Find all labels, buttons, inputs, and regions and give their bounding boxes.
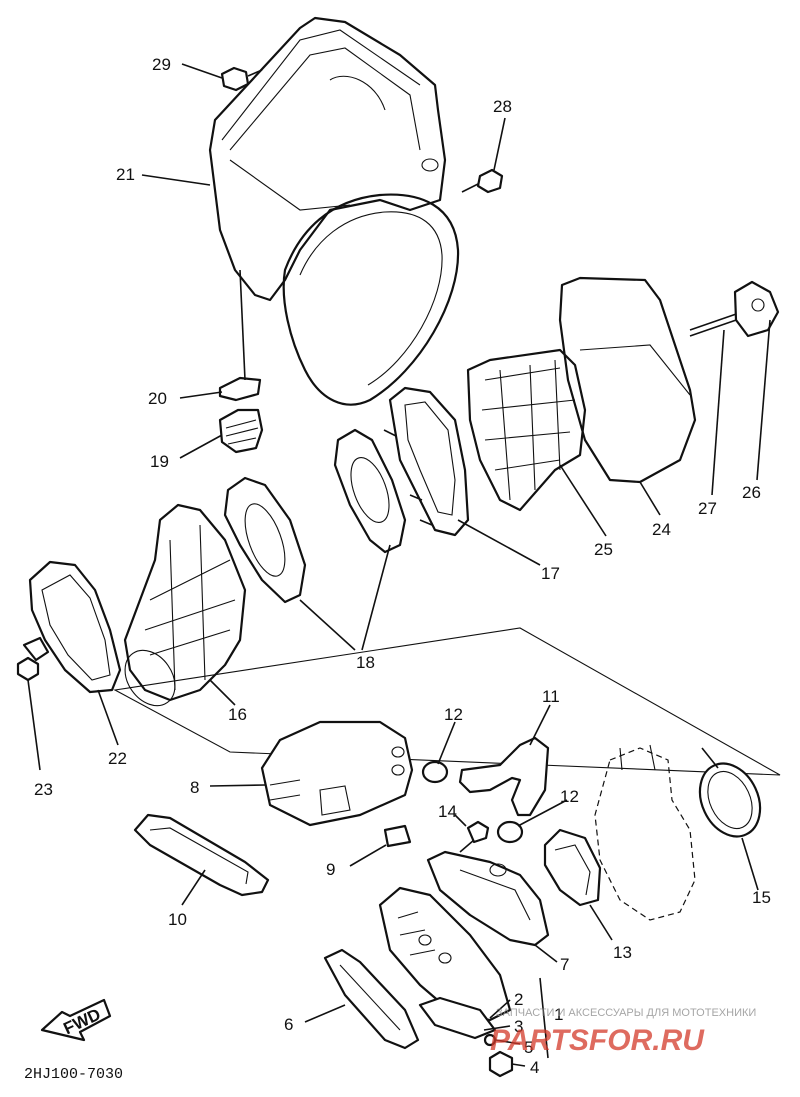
callout-29: 29 (152, 55, 171, 74)
callout-5: 5 (524, 1038, 533, 1057)
callout-17: 17 (541, 564, 560, 583)
intake-joint-part-16 (123, 503, 247, 707)
watermark: ЗАПЧАСТИ И АКСЕССУАРЫ ДЛЯ МОТОТЕХНИКИ PA… (490, 1007, 756, 1057)
callout-27: 27 (698, 499, 717, 518)
clamp-part-12-upper (421, 760, 449, 784)
watermark-tagline: ЗАПЧАСТИ И АКСЕССУАРЫ ДЛЯ МОТОТЕХНИКИ (496, 1007, 756, 1019)
gasket-part-18-upper (333, 428, 407, 554)
callout-12-lower: 12 (560, 787, 579, 806)
callout-24: 24 (652, 520, 671, 539)
callout-1: 1 (554, 1005, 563, 1024)
callout-12-upper: 12 (444, 705, 463, 724)
airbox-part-21 (208, 16, 460, 406)
cap-part-19 (218, 408, 264, 454)
callout-2: 2 (514, 990, 523, 1009)
callout-22: 22 (108, 749, 127, 768)
filter-bolt-part-27 (689, 311, 743, 337)
callout-3: 3 (514, 1017, 523, 1036)
callout-11: 11 (542, 687, 560, 706)
gasket-part-6 (323, 948, 420, 1050)
screw-part-14 (459, 820, 490, 853)
gasket-part-18-lower (223, 476, 307, 604)
callout-4: 4 (530, 1058, 539, 1077)
panel-part-22 (22, 560, 122, 694)
hose-part-11 (458, 736, 550, 817)
screw-part-5 (483, 1033, 497, 1047)
reed-valve-part-7 (426, 850, 550, 947)
bolt-part-28 (461, 168, 504, 194)
fwd-arrow: FWD (40, 998, 112, 1042)
label-plate-part-9 (383, 824, 412, 848)
filter-element-part-24 (558, 276, 697, 484)
leader-lines (27, 63, 771, 1067)
reed-block-part-2 (378, 886, 512, 1022)
callout-14: 14 (438, 802, 457, 821)
callout-26: 26 (742, 483, 761, 502)
joint-plate-part-17 (383, 386, 470, 537)
callout-labels: 29 28 21 20 19 24 27 26 25 17 18 16 22 2… (34, 55, 771, 1077)
subassembly-outline (113, 627, 781, 776)
callout-19: 19 (150, 452, 169, 471)
callout-28: 28 (493, 97, 512, 116)
callout-7: 7 (560, 955, 569, 974)
callout-13: 13 (613, 943, 632, 962)
watermark-logo: PARTSFOR.RU (490, 1024, 705, 1057)
callout-8: 8 (190, 778, 199, 797)
carburetor-outline (594, 744, 696, 921)
clamp-part-12-lower (496, 820, 524, 844)
callout-23: 23 (34, 780, 53, 799)
callout-15: 15 (752, 888, 771, 907)
joint-part-13 (543, 828, 602, 907)
nut-part-23 (16, 656, 40, 682)
bolt-part-29 (220, 66, 263, 92)
diagram-code: 2HJ100-7030 (24, 1066, 123, 1083)
callout-16: 16 (228, 705, 247, 724)
band-part-10 (133, 813, 270, 897)
callout-6: 6 (284, 1015, 293, 1034)
bolt-part-4 (488, 1050, 514, 1078)
callout-9: 9 (326, 860, 335, 879)
silencer-part-8 (260, 720, 414, 827)
callout-21: 21 (116, 165, 135, 184)
clamp-part-15 (698, 747, 762, 838)
filter-holder-part-26 (733, 280, 780, 338)
callout-18: 18 (356, 653, 375, 672)
callout-25: 25 (594, 540, 613, 559)
filter-guide-part-25 (466, 348, 587, 512)
callout-10: 10 (168, 910, 187, 929)
callout-20: 20 (148, 389, 167, 408)
stopper-part-3 (418, 996, 497, 1040)
plate-part-20 (218, 376, 262, 402)
